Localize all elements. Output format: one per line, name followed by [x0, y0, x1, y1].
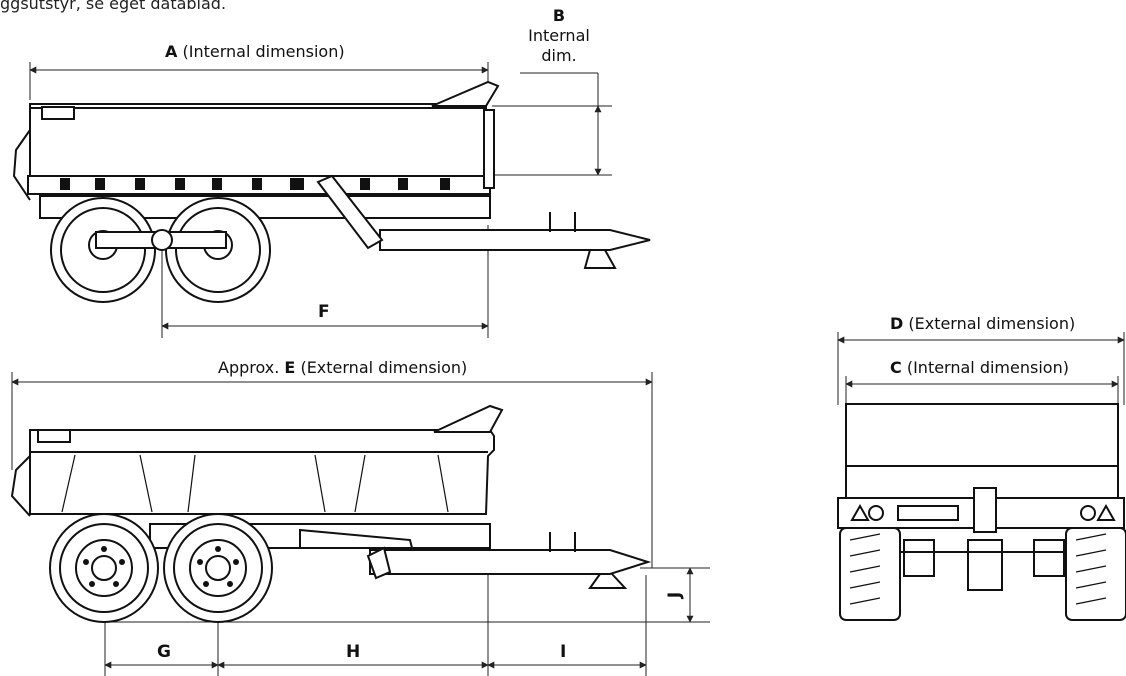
side-view-top	[12, 80, 651, 303]
label-h: H	[346, 642, 361, 662]
label-d: D (External dimension)	[890, 314, 1076, 333]
caption-text: ggsutstyr, se eget datablad.	[0, 0, 227, 13]
label-a: A (Internal dimension)	[165, 42, 345, 61]
dimension-lines	[11, 62, 1125, 676]
side-view-bottom	[10, 404, 652, 623]
label-c: C (Internal dimension)	[890, 358, 1069, 377]
rear-view	[837, 403, 1126, 621]
label-g: G	[157, 642, 171, 662]
label-i: I	[560, 642, 567, 662]
label-e: Approx. E (External dimension)	[218, 358, 468, 377]
label-f: F	[318, 302, 330, 322]
